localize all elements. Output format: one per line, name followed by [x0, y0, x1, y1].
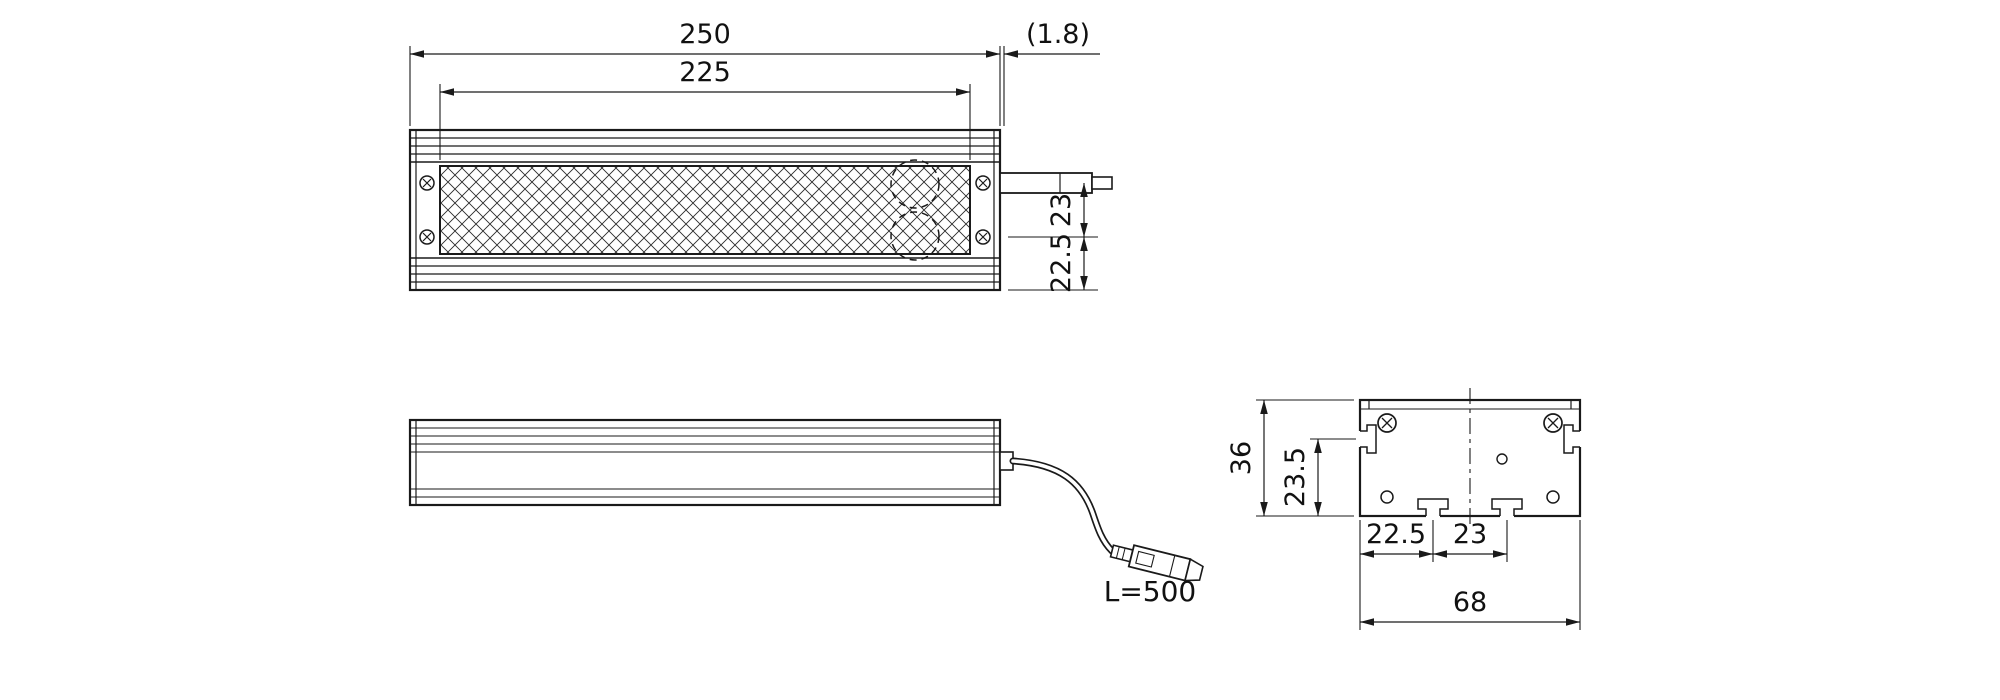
screw-holes: [419, 175, 991, 245]
extrusion-ribs: [410, 420, 1000, 505]
screw-hole: [419, 229, 435, 245]
knockout-circle: [890, 211, 940, 261]
dim-label-height: 36: [1226, 441, 1257, 475]
top-view: [408, 128, 1113, 292]
dim-label-groove-to-bottom: 23.5: [1280, 447, 1311, 507]
bottom-hole: [1380, 490, 1394, 504]
end-view: [1358, 388, 1582, 528]
end-view-dimensions: 36 23.5 22.5 23 68: [1226, 399, 1581, 630]
dim-label-slot-from-edge: 22.5: [1366, 519, 1426, 550]
dim-label-hole-pitch: 23: [1046, 193, 1077, 227]
dim-label-end-gap: (1.8): [1026, 19, 1090, 50]
connector: [1109, 544, 1204, 582]
cable-length-label: L=500: [1104, 575, 1197, 608]
screw-hole: [1543, 413, 1563, 433]
bottom-t-slot: [1491, 498, 1523, 518]
dim-label-width: 68: [1453, 587, 1487, 618]
screw-hole: [975, 229, 991, 245]
bottom-t-slot: [1417, 498, 1449, 518]
knockout-circle: [890, 159, 940, 209]
side-groove-right: [1563, 424, 1582, 454]
screw-hole: [1377, 413, 1397, 433]
top-rail-ribs: [410, 130, 1000, 290]
cable-core: [1011, 459, 1114, 553]
side-tab: [999, 172, 1113, 194]
bottom-hole: [1546, 490, 1560, 504]
screw-hole: [975, 175, 991, 191]
dim-label-total-length: 250: [679, 19, 731, 50]
dim-label-slot-pitch: 23: [1453, 519, 1487, 550]
side-groove-left: [1358, 424, 1377, 454]
dim-label-hole-to-edge: 22.5: [1046, 233, 1077, 293]
side-view-body: [408, 418, 1002, 507]
diffuser-window-hatch: [439, 165, 971, 255]
dim-label-emitting-length: 225: [679, 57, 731, 88]
wire-hole: [1496, 453, 1508, 465]
top-view-dimensions: 250 (1.8) 225 23 22.5: [409, 19, 1100, 293]
screw-hole: [419, 175, 435, 191]
side-view: L=500: [408, 418, 1204, 608]
corner-steps: [1368, 400, 1572, 409]
